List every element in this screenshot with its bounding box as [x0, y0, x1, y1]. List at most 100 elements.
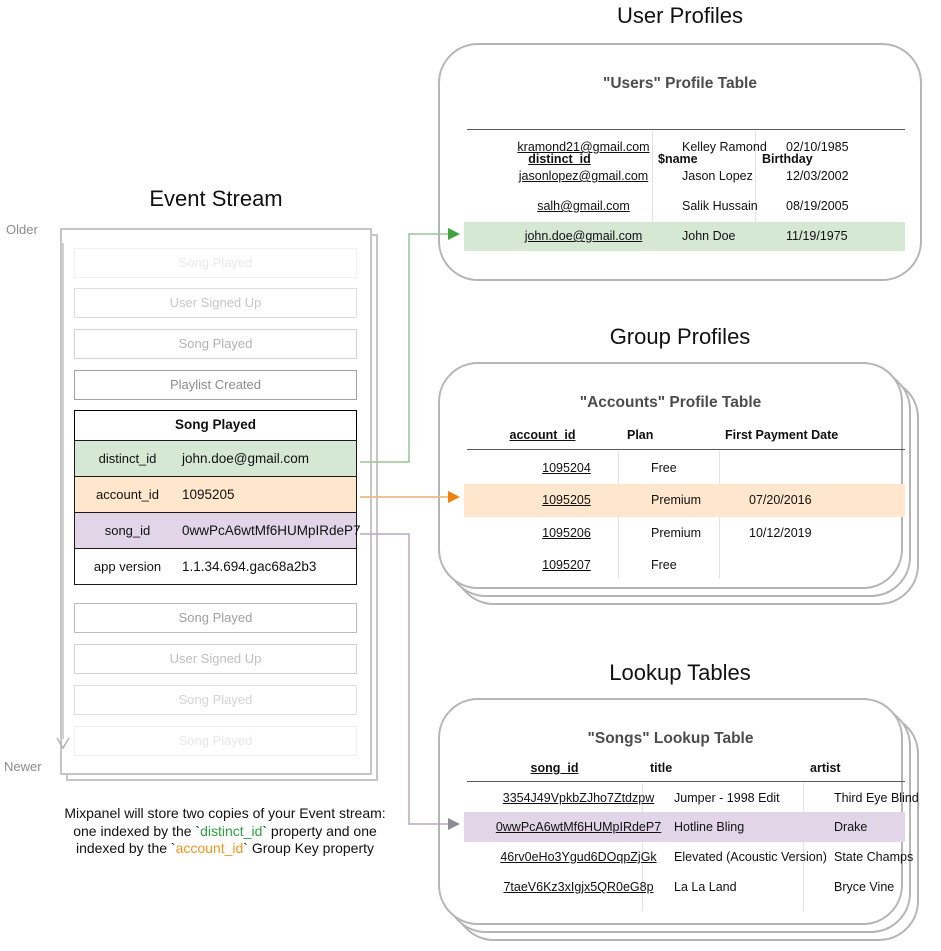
table-row: 1095206 Premium 10/12/2019 [464, 518, 905, 548]
payment-date-cell: 10/12/2019 [749, 526, 812, 540]
payment-date-cell: 07/20/2016 [749, 493, 812, 507]
column-header-account-id: account_id [509, 428, 576, 442]
artist-cell: State Champs [834, 850, 914, 864]
table-row-highlighted: 1095205 Premium 07/20/2016 [464, 484, 905, 517]
property-key: app version [93, 559, 162, 574]
plan-cell: Free [651, 558, 677, 572]
event-box-faded: Song Played [74, 726, 357, 756]
users-table-title: "Users" Profile Table [603, 75, 757, 92]
name-cell: Jason Lopez [682, 169, 753, 183]
header-rule [467, 129, 905, 130]
account-id-cell: 1095206 [542, 526, 591, 540]
event-stream-title: Event Stream [149, 186, 283, 211]
plan-cell: Free [651, 461, 677, 475]
distinct-id-cell: salh@gmail.com [537, 199, 630, 213]
song-title-cell: Elevated (Acoustic Version) [674, 850, 827, 864]
column-header-first-payment-date: First Payment Date [725, 428, 839, 442]
artist-cell: Bryce Vine [834, 880, 895, 894]
artist-cell: Drake [834, 820, 868, 834]
older-label: Older [6, 222, 38, 237]
column-divider [642, 783, 643, 911]
column-divider [652, 131, 653, 250]
name-cell: Kelley Ramond [682, 140, 767, 154]
name-cell: John Doe [682, 229, 736, 243]
property-value: 1.1.34.694.gac68a2b3 [182, 559, 317, 574]
plan-cell: Premium [651, 493, 702, 507]
column-header-plan: Plan [627, 428, 654, 442]
songs-table-title: "Songs" Lookup Table [587, 730, 754, 747]
distinct-id-cell: jasonlopez@gmail.com [518, 169, 649, 183]
group-profiles-title: Group Profiles [609, 324, 751, 349]
name-cell: Salik Hussain [682, 199, 758, 213]
table-row: 7taeV6Kz3xIgjx5QR0eG8p La La Land Bryce … [464, 872, 905, 902]
column-divider [755, 131, 756, 250]
column-header-artist: artist [810, 761, 841, 775]
property-value: 0wwPcA6wtMf6HUMpIRdeP7 [182, 523, 361, 538]
users-profile-card: "Users" Profile Table distinct_id $name … [438, 43, 922, 281]
lookup-tables-title: Lookup Tables [609, 660, 751, 685]
property-key: song_id [104, 523, 151, 538]
header-rule [467, 781, 905, 782]
event-box-faded: Song Played [74, 685, 357, 715]
event-property-row-song-id: song_id 0wwPcA6wtMf6HUMpIRdeP7 [74, 512, 361, 549]
accounts-table-title: "Accounts" Profile Table [579, 394, 762, 411]
table-row: jasonlopez@gmail.com Jason Lopez 12/03/2… [464, 162, 905, 191]
property-key: distinct_id [98, 451, 157, 466]
table-row: 1095207 Free [464, 550, 905, 580]
header-rule [467, 449, 905, 450]
event-box-faded: Song Played [74, 603, 357, 633]
property-value: 1095205 [182, 487, 235, 502]
artist-cell: Third Eye Blind [834, 791, 919, 805]
distinct-id-cell: kramond21@gmail.com [517, 140, 650, 154]
event-box-faded: Song Played [74, 248, 357, 278]
event-box-faded: User Signed Up [74, 288, 357, 318]
column-header-name: $name [658, 152, 698, 166]
account-id-cell: 1095204 [542, 461, 591, 475]
table-row: kramond21@gmail.com Kelley Ramond 02/10/… [464, 133, 905, 162]
song-id-cell: 3354J49VpkbZJho7Ztdzpw [502, 791, 655, 805]
table-row: 46rv0eHo3Ygud6DOqpZjGk Elevated (Acousti… [464, 842, 913, 872]
event-box-faded: Playlist Created [74, 370, 357, 400]
account-id-cell: 1095205 [542, 493, 591, 507]
song-title-cell: La La Land [674, 880, 737, 894]
caption-line-1: Mixpanel will store two copies of your E… [64, 805, 386, 821]
event-property-row-distinct-id: distinct_id john.doe@gmail.com [74, 440, 357, 477]
caption-line-2: one indexed by the `distinct_id` propert… [73, 822, 377, 839]
event-stream-container: Song Played User Signed Up Song Played P… [60, 228, 372, 775]
song-id-cell: 7taeV6Kz3xIgjx5QR0eG8p [503, 880, 654, 894]
birthday-cell: 02/10/1985 [786, 140, 849, 154]
distinct-id-code: distinct_id [200, 822, 263, 839]
user-profiles-title: User Profiles [617, 3, 743, 28]
event-property-row-account-id: account_id 1095205 [74, 476, 357, 513]
property-key: account_id [96, 487, 159, 502]
property-value: john.doe@gmail.com [182, 451, 310, 466]
birthday-cell: 12/03/2002 [786, 169, 849, 183]
account-id-cell: 1095207 [542, 558, 591, 572]
column-header-distinct-id: distinct_id [528, 152, 591, 166]
column-header-birthday: Birthday [762, 152, 813, 166]
event-box-faded: Song Played [74, 329, 357, 359]
table-row: salh@gmail.com Salik Hussain 08/19/2005 [464, 192, 905, 221]
caption-line-3: indexed by the `account_id` Group Key pr… [75, 840, 375, 856]
account-id-code: account_id [175, 840, 244, 856]
column-divider [803, 783, 804, 911]
table-row-highlighted: john.doe@gmail.com John Doe 11/19/1975 [464, 222, 905, 251]
newer-label: Newer [4, 759, 42, 774]
footnote-caption: Mixpanel will store two copies of your E… [20, 805, 430, 858]
accounts-profile-card: "Accounts" Profile Table account_id Plan… [438, 362, 905, 589]
songs-lookup-card: "Songs" Lookup Table song_id title artis… [438, 698, 919, 925]
column-header-title: title [650, 761, 673, 775]
song-id-cell: 46rv0eHo3Ygud6DOqpZjGk [500, 850, 657, 864]
plan-cell: Premium [651, 526, 702, 540]
event-box-faded: User Signed Up [74, 644, 357, 674]
song-title-cell: Hotline Bling [674, 820, 745, 834]
song-id-cell: 0wwPcA6wtMf6HUMpIRdeP7 [495, 820, 662, 834]
table-row-highlighted: 0wwPcA6wtMf6HUMpIRdeP7 Hotline Bling Dra… [464, 812, 905, 842]
column-header-song-id: song_id [530, 761, 579, 775]
song-title-cell: Jumper - 1998 Edit [674, 791, 780, 805]
expanded-event-title: Song Played [74, 410, 357, 441]
birthday-cell: 11/19/1975 [786, 229, 848, 243]
table-row: 3354J49VpkbZJho7Ztdzpw Jumper - 1998 Edi… [464, 783, 919, 813]
table-row: 1095204 Free [464, 453, 905, 483]
